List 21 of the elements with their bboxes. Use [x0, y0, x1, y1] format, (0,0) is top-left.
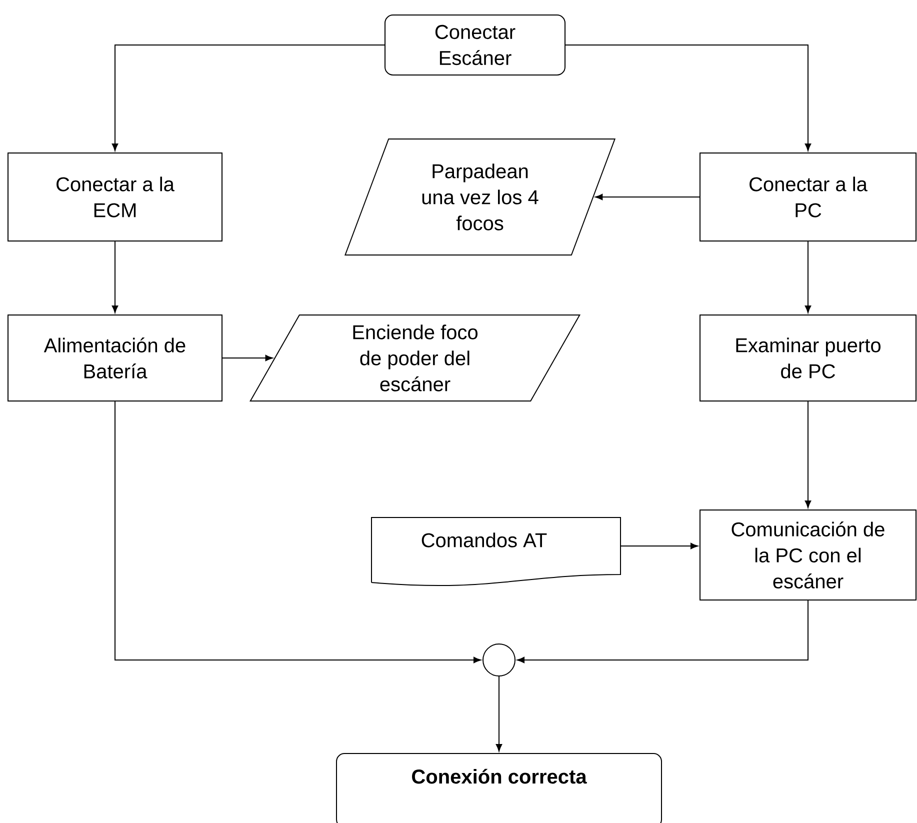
process-box: Examinar puerto de PC: [700, 314, 916, 402]
arrow: [804, 401, 812, 508]
arrow: [620, 542, 698, 550]
data-parallelogram: Enciende foco de poder del escáner: [250, 314, 581, 402]
arrow: [565, 44, 812, 152]
arrow: [114, 401, 482, 664]
process-box: Conectar a la PC: [700, 152, 916, 242]
process-box: Comunicación de la PC con el escáner: [700, 510, 916, 600]
arrow: [595, 194, 700, 200]
arrow: [517, 600, 808, 664]
arrow: [496, 676, 502, 752]
arrow: [804, 241, 812, 314]
arrow: [112, 44, 385, 152]
process-box: Conectar a la ECM: [8, 152, 222, 242]
connector-circle: [482, 644, 516, 676]
arrow: [222, 354, 273, 362]
process-box: Alimentación de Batería: [8, 314, 222, 402]
arrow: [112, 241, 118, 314]
end-box: Conexión correcta: [336, 753, 662, 823]
start-box: Conectar Escáner: [384, 14, 566, 76]
document-shape: Comandos AT: [371, 517, 621, 586]
